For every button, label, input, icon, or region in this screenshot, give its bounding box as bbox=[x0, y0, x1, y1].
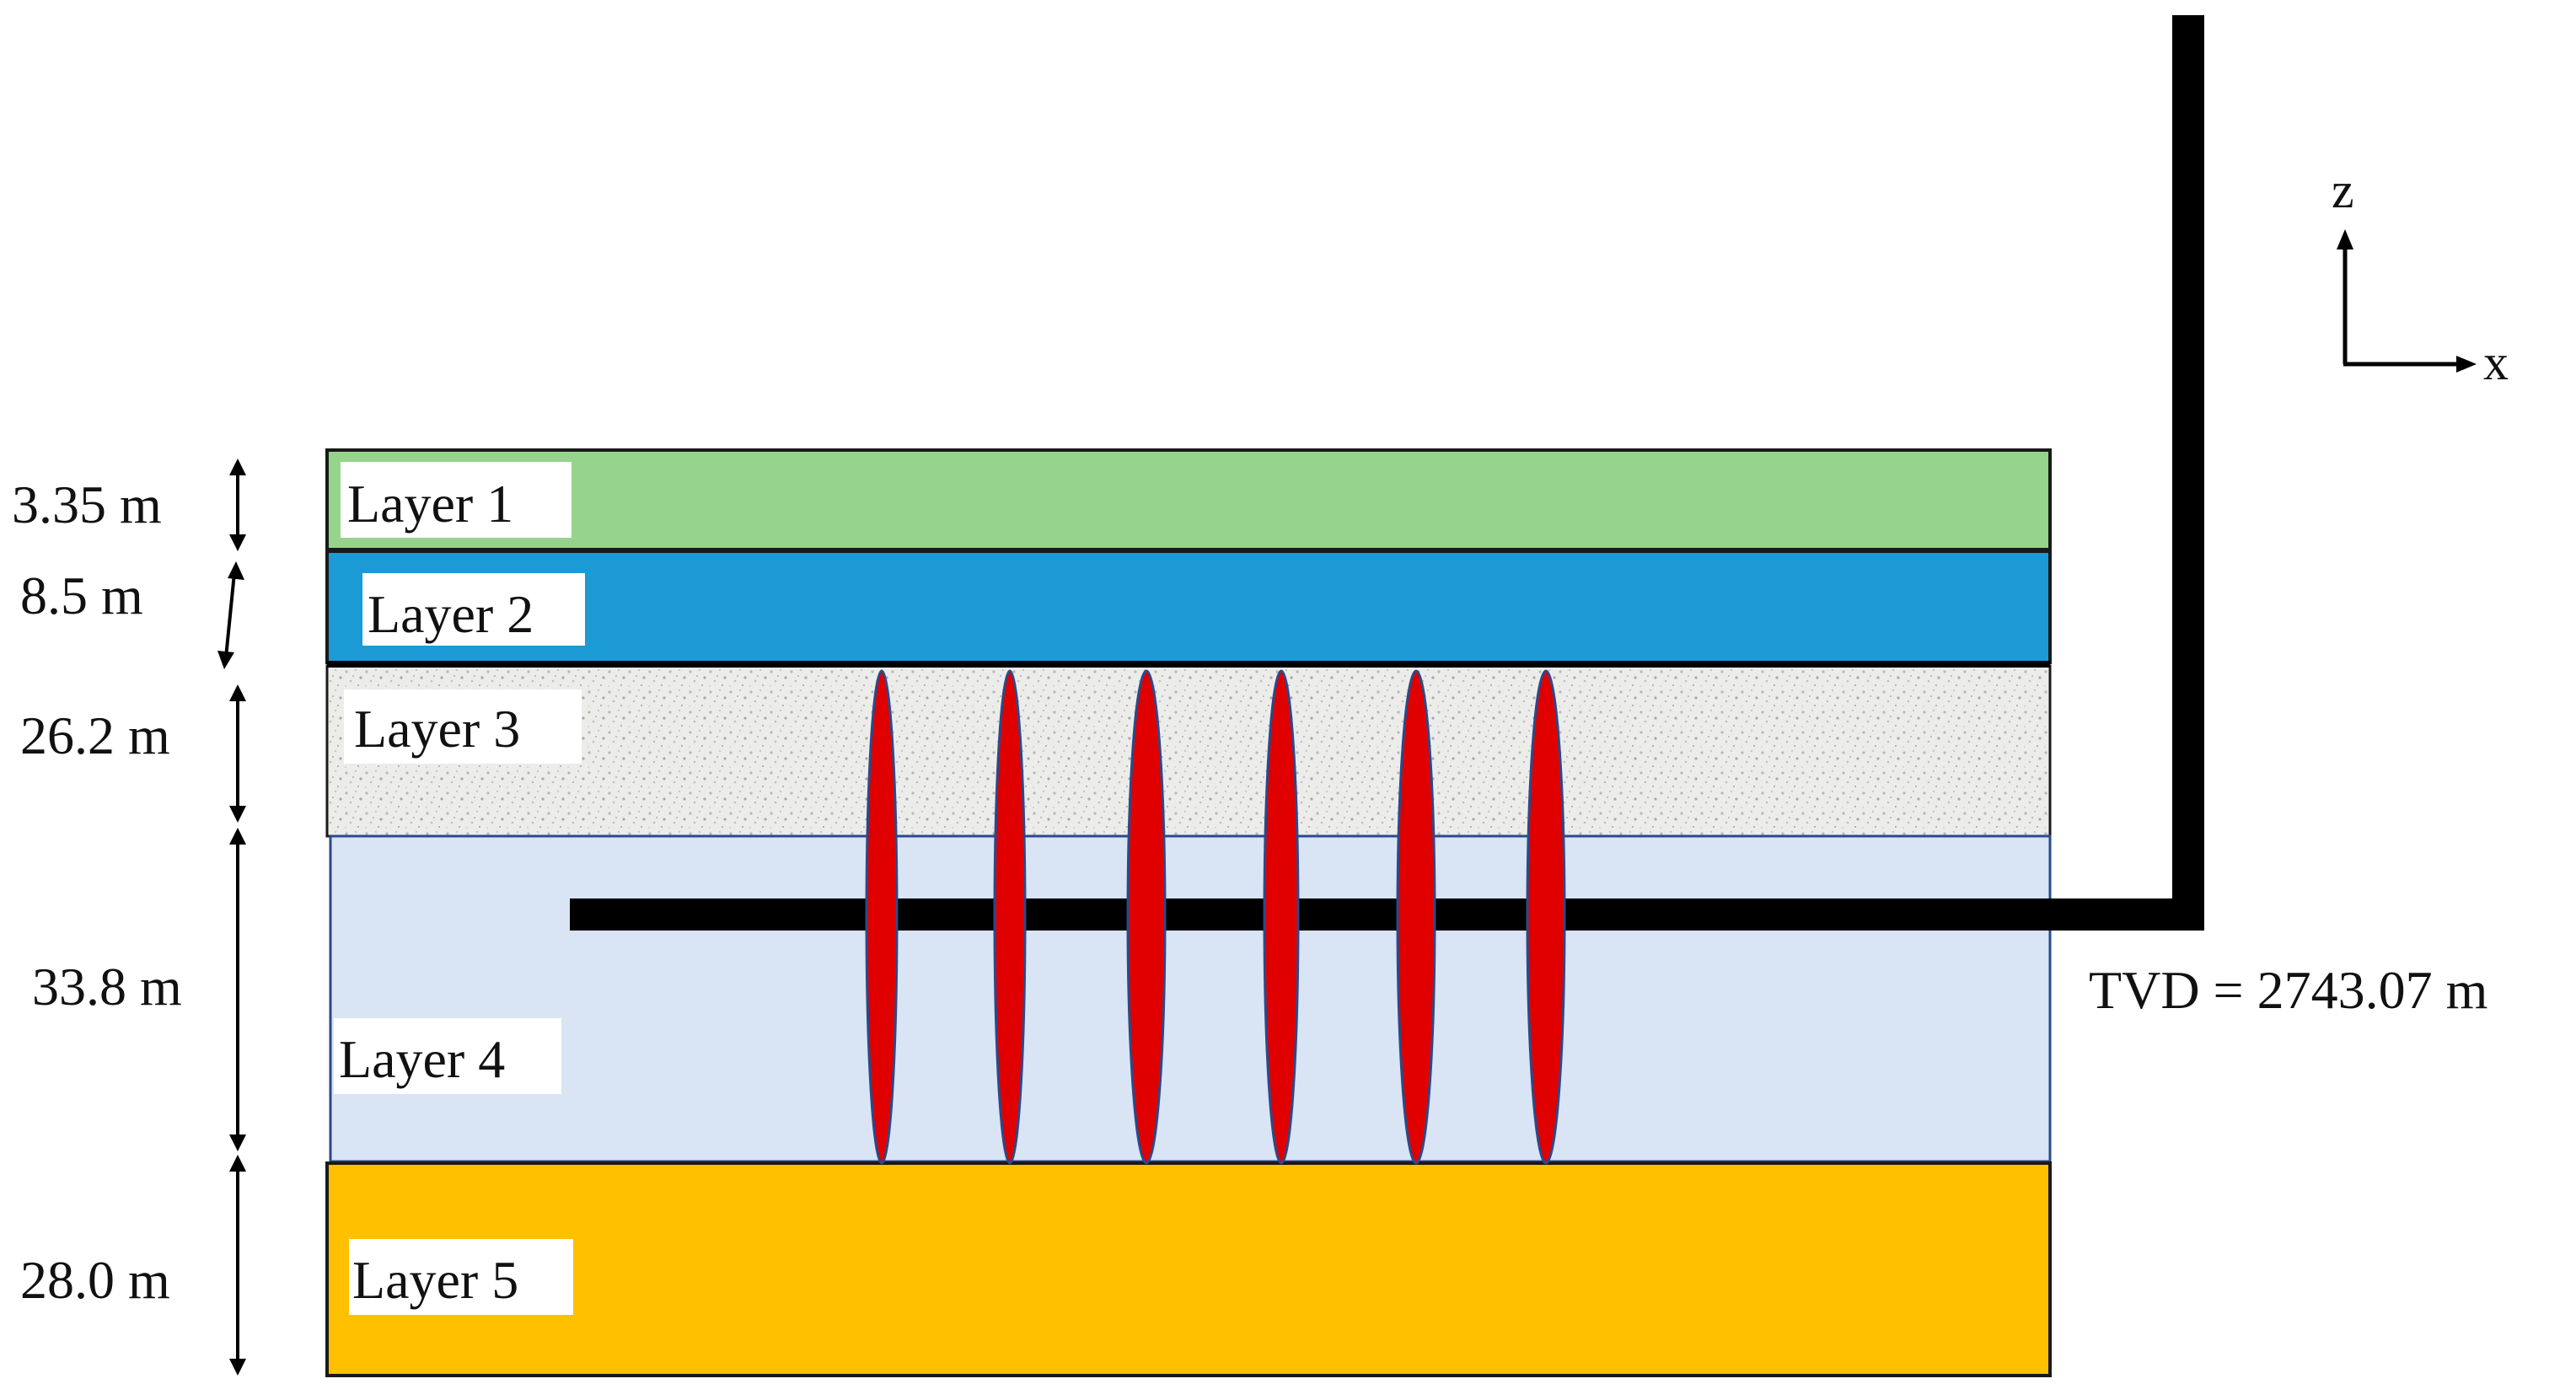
layer-5-thickness: 28.0 m bbox=[20, 1250, 170, 1310]
z-arrowhead bbox=[2337, 229, 2353, 249]
layer-3-band bbox=[325, 664, 2052, 838]
fracture-5 bbox=[1396, 669, 1436, 1165]
axes-indicator: z x bbox=[2332, 163, 2509, 390]
fracture-2 bbox=[993, 669, 1027, 1165]
layer-5-label: Layer 5 bbox=[352, 1250, 518, 1310]
layer-5-label-box bbox=[349, 1239, 573, 1315]
layer-2-thickness: 8.5 m bbox=[20, 566, 143, 625]
layer-1-label-box bbox=[341, 462, 572, 538]
layer-3-label: Layer 3 bbox=[354, 699, 520, 759]
layer-1-thickness: 3.35 m bbox=[12, 475, 162, 534]
layer-2-label-box bbox=[362, 573, 585, 646]
layer-2-label: Layer 2 bbox=[368, 584, 534, 644]
x-arrowhead bbox=[2456, 356, 2477, 373]
layer-1-label: Layer 1 bbox=[347, 474, 513, 534]
layer-2-band bbox=[325, 550, 2052, 664]
z-axis-label: z bbox=[2332, 163, 2354, 218]
layer-4-thickness: 33.8 m bbox=[32, 957, 182, 1016]
layer-1-band bbox=[325, 448, 2052, 551]
fracture-1 bbox=[865, 669, 899, 1165]
tvd-label: TVD = 2743.07 m bbox=[2089, 960, 2487, 1020]
wellbore bbox=[570, 15, 2204, 931]
x-axis-label: x bbox=[2483, 335, 2509, 390]
layer-4-label: Layer 4 bbox=[339, 1029, 505, 1089]
layer-4-label-box bbox=[334, 1018, 561, 1094]
layer-3-thickness: 26.2 m bbox=[20, 705, 170, 765]
thickness-arrows bbox=[217, 459, 246, 1376]
fracture-3 bbox=[1126, 669, 1167, 1165]
layer-4-band bbox=[329, 834, 2052, 1163]
fracture-4 bbox=[1263, 669, 1300, 1165]
fracture-6 bbox=[1526, 669, 1566, 1165]
layer-5-band bbox=[325, 1161, 2052, 1377]
layer-3-label-box bbox=[344, 689, 582, 764]
